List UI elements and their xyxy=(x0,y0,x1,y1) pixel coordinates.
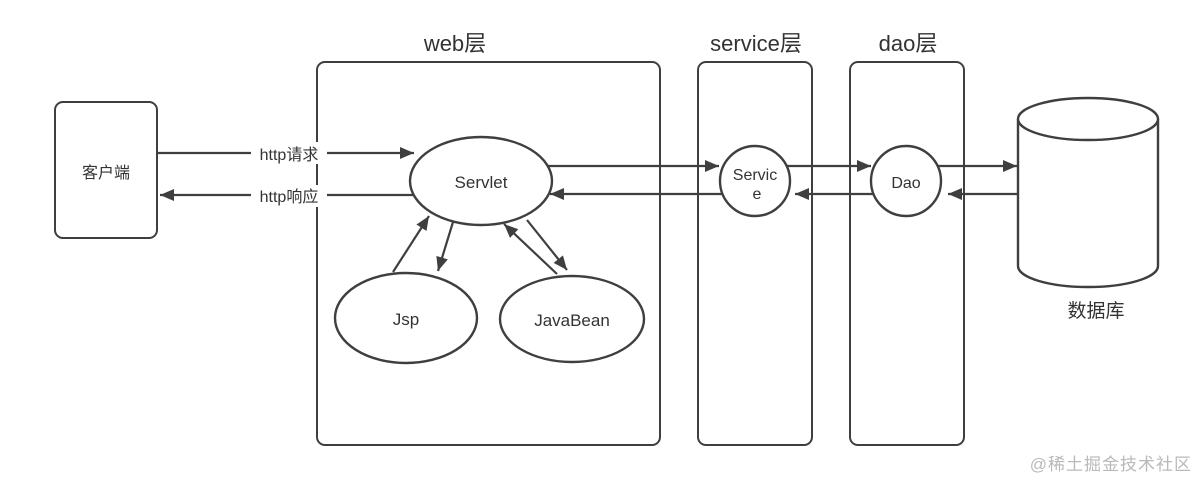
layer-web-title: web层 xyxy=(423,31,486,56)
client-box xyxy=(54,101,158,239)
jsp-to-servlet-arrow xyxy=(392,215,430,273)
watermark-text: @稀土掘金技术社区 xyxy=(1030,455,1192,474)
jsp-label: Jsp xyxy=(393,310,419,329)
http-response-label-bg xyxy=(251,185,327,207)
dao-node xyxy=(869,144,943,218)
http-request-label-bg xyxy=(251,142,327,164)
database-cylinder-body xyxy=(1016,119,1160,289)
layer-dao-title: dao层 xyxy=(879,31,938,56)
service-label-line1: Servic xyxy=(733,167,777,184)
layer-web-box xyxy=(316,61,661,446)
service-node xyxy=(718,144,792,218)
service-label-line2: e xyxy=(753,186,762,203)
layer-dao-box xyxy=(849,61,965,446)
jsp-node xyxy=(333,271,479,365)
dao-label: Dao xyxy=(891,175,920,192)
layer-service-title: service层 xyxy=(710,31,802,56)
javabean-node xyxy=(498,274,646,364)
database-label: 数据库 xyxy=(1067,300,1124,322)
javabean-to-servlet-arrow xyxy=(503,223,558,275)
servlet-label: Servlet xyxy=(455,173,508,192)
client-label: 客户端 xyxy=(82,164,130,182)
http-response-label: http响应 xyxy=(260,187,319,206)
servlet-to-javabean-arrow xyxy=(526,219,568,271)
layer-service-box xyxy=(697,61,813,446)
http-request-label: http请求 xyxy=(260,146,319,164)
servlet-to-jsp-arrow xyxy=(436,221,455,272)
database-cylinder-top xyxy=(1016,96,1160,142)
servlet-node xyxy=(408,135,554,227)
javabean-label: JavaBean xyxy=(534,311,610,330)
